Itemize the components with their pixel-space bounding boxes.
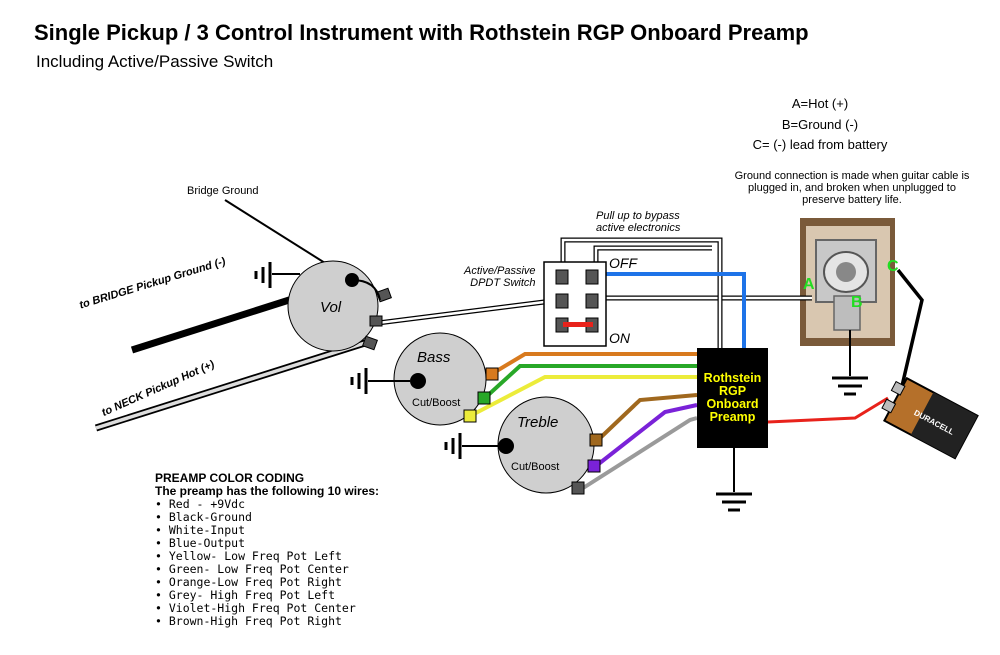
volume-pot[interactable] — [287, 260, 392, 352]
bass-sub-label: Cut/Boost — [412, 397, 461, 409]
wire-item: • Violet-High Freq Pot Center — [155, 601, 356, 615]
legend-b: B=Ground (-) — [781, 117, 859, 132]
preamp-line-3: Onboard — [706, 397, 759, 411]
on-label: ON — [609, 330, 630, 346]
bass-ground-symbol — [350, 368, 368, 394]
orange-wire — [493, 352, 697, 374]
treble-sub-label: Cut/Boost — [511, 461, 560, 473]
brown-wire — [596, 393, 698, 442]
output-jack — [800, 218, 895, 346]
bypass-line-2: active electronics — [596, 222, 681, 234]
preamp-label: Rothstein RGP Onboard Preamp — [697, 372, 768, 424]
jack-ground-symbol — [832, 376, 868, 396]
preamp-box — [697, 348, 768, 448]
wire-item: • Brown-High Freq Pot Right — [155, 614, 342, 628]
switch-label: Active/Passive DPDT Switch — [464, 265, 536, 289]
wire-item: • Black-Ground — [155, 510, 252, 524]
treble-label: Treble — [517, 414, 559, 431]
jack-terminal-a: A — [803, 276, 815, 293]
wire-item: • Grey- High Freq Pot Left — [155, 588, 336, 602]
jack-terminal-b: B — [851, 294, 863, 311]
coding-heading-1: PREAMP COLOR CODING — [155, 471, 305, 485]
blue-output-wire — [598, 272, 746, 348]
battery-9v — [881, 376, 979, 460]
legend-c: C= (-) lead from battery — [752, 137, 888, 152]
preamp-ground-symbol — [716, 492, 752, 512]
wire-item: • White-Input — [155, 523, 246, 537]
jack-terminal-c: C — [887, 258, 899, 275]
legend-a: A=Hot (+) — [791, 96, 849, 111]
off-label: OFF — [609, 255, 637, 271]
treble-pot[interactable] — [497, 396, 603, 495]
bypass-note: Pull up to bypass active electronics — [596, 210, 680, 234]
preamp-line-2: RGP — [718, 384, 747, 398]
yellow-wire — [471, 375, 697, 417]
wire-item: • Green- Low Freq Pot Center — [155, 562, 349, 576]
bass-pot[interactable] — [393, 332, 499, 426]
green-wire — [484, 364, 697, 399]
preamp-line-4: Preamp — [709, 410, 756, 424]
wire-item: • Blue-Output — [155, 536, 246, 550]
bypass-line-1: Pull up to bypass — [596, 210, 680, 222]
vol-ground-symbol — [254, 262, 272, 288]
dpdt-switch[interactable] — [543, 261, 607, 347]
jack-legend: A=Hot (+) B=Ground (-) C= (-) lead from … — [753, 96, 888, 156]
wire-item: • Red - +9Vdc — [155, 497, 246, 511]
page-subtitle: Including Active/Passive Switch — [36, 52, 274, 71]
battery-ground-wire — [896, 268, 924, 387]
switch-line-1: Active/Passive — [464, 265, 536, 277]
grey-wire — [578, 416, 698, 492]
page-title: Single Pickup / 3 Control Instrument wit… — [34, 20, 809, 45]
violet-wire — [594, 403, 698, 468]
ground-note: Ground connection is made when guitar ca… — [734, 170, 970, 206]
treble-ground-symbol — [444, 433, 462, 459]
color-coding-legend: PREAMP COLOR CODING The preamp has the f… — [155, 472, 379, 628]
red-battery-wire — [767, 396, 889, 424]
wire-item: • Orange-Low Freq Pot Right — [155, 575, 342, 589]
switch-line-2: DPDT Switch — [470, 277, 536, 289]
bass-label: Bass — [417, 349, 451, 366]
preamp-line-1: Rothstein — [703, 371, 762, 385]
wire-item: • Yellow- Low Freq Pot Left — [155, 549, 342, 563]
coding-heading-2: The preamp has the following 10 wires: — [155, 484, 380, 498]
bridge-ground-label: Bridge Ground — [187, 185, 259, 197]
vol-label: Vol — [320, 299, 342, 316]
